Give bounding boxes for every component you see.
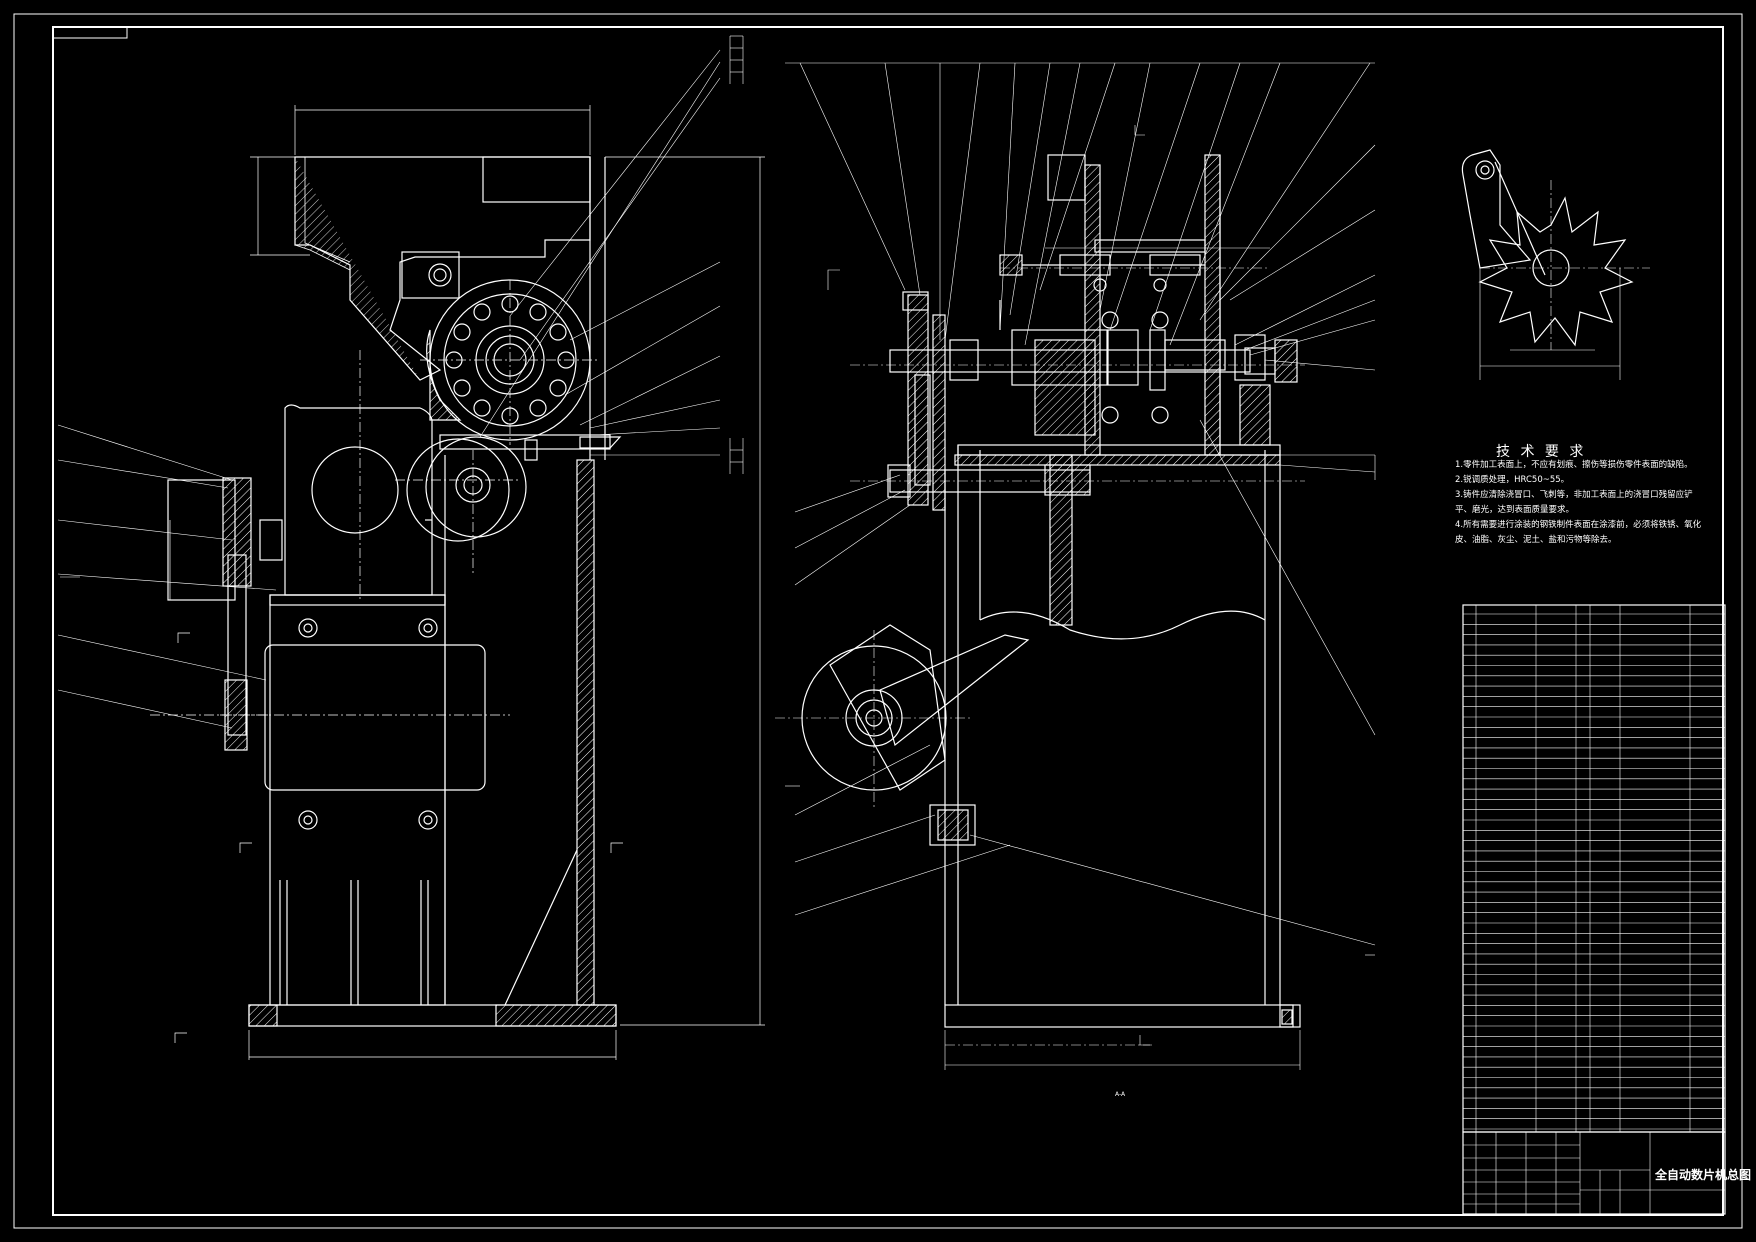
motor: [264, 644, 486, 791]
front-view-leaders: [57, 35, 744, 729]
parts-list-table: [1462, 604, 1726, 1133]
technical-requirements-heading: 技 术 要 求: [1496, 444, 1587, 460]
front-view-dimensions: [150, 105, 765, 1060]
section-view: [801, 154, 1301, 1028]
section-label: A-A: [1115, 1091, 1126, 1098]
requirement-line: 1.零件加工表面上，不应有划痕、擦伤等损伤零件表面的缺陷。: [1455, 460, 1693, 470]
section-view-dimensions: [775, 62, 1376, 1070]
requirement-line: 平、磨光，达到表面质量要求。: [1455, 505, 1575, 515]
sheet-border: [13, 13, 1743, 1229]
requirement-line: 4.所有需要进行涂装的钢铁制件表面在涂漆前，必须将铁锈、氧化: [1455, 520, 1702, 530]
hopper: [294, 156, 591, 381]
requirement-line: 2.锐调质处理，HRC50~55。: [1455, 475, 1570, 485]
front-view: [167, 156, 622, 1027]
technical-requirements: 1.零件加工表面上，不应有划痕、擦伤等损伤零件表面的缺陷。 2.锐调质处理，HRC…: [1455, 458, 1702, 548]
requirement-line: 皮、油脂、灰尘、泥土、盐和污物等除去。: [1455, 535, 1617, 545]
detail-star-wheel: [1461, 149, 1634, 347]
requirement-line: 3.铸件应清除浇冒口、飞刺等，非加工表面上的浇冒口残留应铲: [1455, 490, 1693, 500]
title-block: [1462, 1131, 1726, 1215]
title-block-name: 全自动数片机总图: [1655, 1168, 1752, 1182]
detail-dimensions: [1479, 180, 1650, 380]
feeder-pockets: [445, 295, 575, 425]
